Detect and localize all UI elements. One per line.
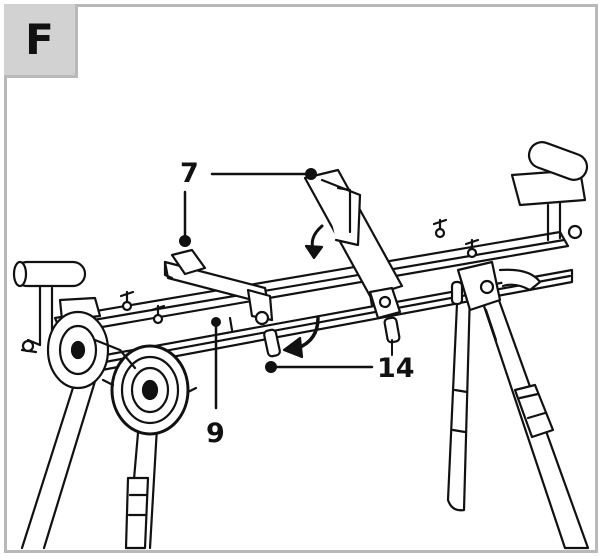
callout-dot-7-lower	[179, 235, 191, 247]
wheel-front	[101, 344, 198, 436]
stand-leg-left-front	[20, 370, 98, 550]
mounting-bracket-right	[303, 168, 404, 344]
panel-label: F	[4, 4, 78, 78]
panel-letter: F	[25, 15, 54, 64]
rail-knob-1	[119, 290, 135, 312]
left-roller-support	[12, 260, 102, 354]
mounting-bracket-left	[163, 248, 281, 358]
callout-label-7: 7	[180, 158, 199, 189]
wheel-rear	[46, 310, 110, 390]
callout-dot-9	[211, 317, 221, 327]
stand-leg-right-front	[446, 280, 472, 512]
callout-label-9: 9	[206, 418, 225, 449]
rail-knob-3	[432, 218, 448, 239]
right-roller-support	[510, 141, 589, 242]
leader-line-7	[183, 172, 312, 242]
rotation-arrow-upper	[304, 224, 324, 260]
rotation-arrow-lower	[282, 316, 320, 359]
wheel-axle-bracket	[93, 338, 137, 370]
callout-dot-14	[265, 361, 277, 373]
leg-hinge-bracket	[450, 260, 542, 342]
rail-knob-2	[150, 304, 166, 325]
callout-label-14: 14	[377, 353, 415, 384]
rail-knob-4	[464, 238, 480, 259]
callout-dot-7-upper	[305, 168, 317, 180]
stand-leg-right-rear	[480, 290, 590, 550]
